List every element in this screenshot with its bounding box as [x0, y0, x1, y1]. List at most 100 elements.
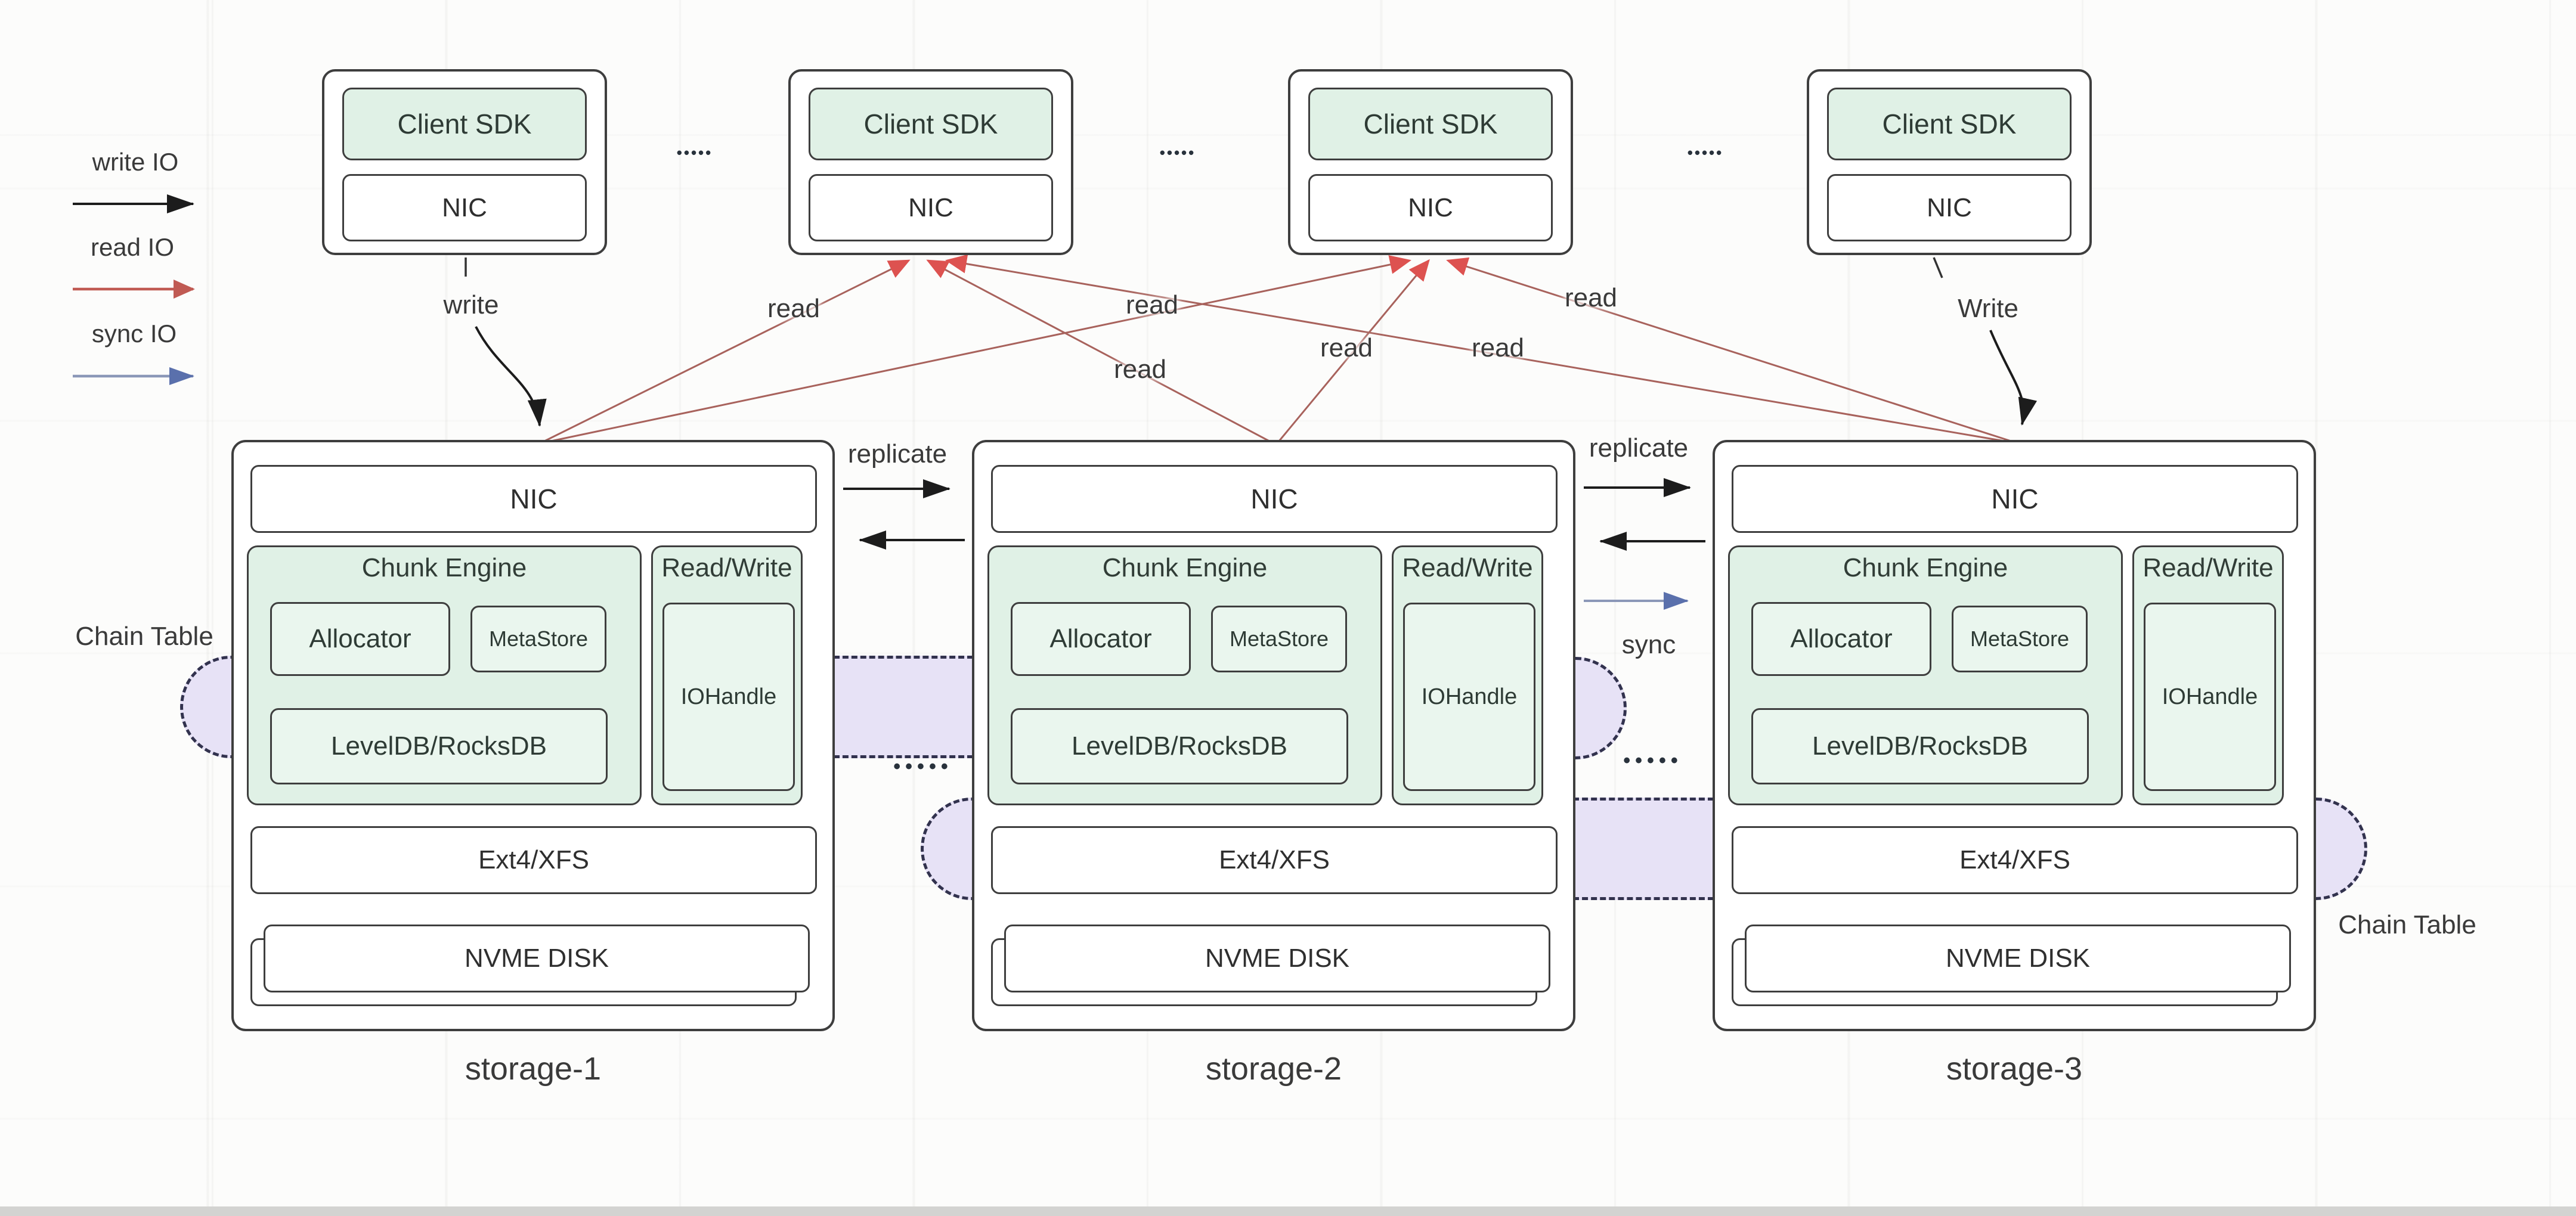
metastore-label: MetaStore — [1229, 626, 1329, 651]
replicate-label-1: replicate — [847, 439, 948, 469]
storage-nic-label: NIC — [1991, 483, 2039, 514]
read-write-panel: Read/Write IOHandle — [2132, 545, 2284, 805]
metastore-box: MetaStore — [1952, 606, 2088, 672]
client-nic-box: NIC — [1308, 174, 1553, 241]
ext4-xfs-box: Ext4/XFS — [1732, 826, 2298, 894]
chain-table-label-left: Chain Table — [75, 622, 213, 651]
nvme-disk-label: NVME DISK — [1945, 944, 2091, 973]
iohandle-box: IOHandle — [1403, 603, 1535, 791]
chunk-engine-panel: Chunk Engine Allocator MetaStore LevelDB… — [1728, 545, 2123, 805]
storage-node-2: NIC Chunk Engine Allocator MetaStore Lev… — [972, 440, 1575, 1087]
client-sdk-box: Client SDK — [1308, 88, 1553, 160]
client-sdk-label: Client SDK — [1363, 108, 1498, 139]
nvme-disk-label: NVME DISK — [1205, 944, 1350, 973]
leveldb-rocksdb-box: LevelDB/RocksDB — [1011, 708, 1348, 784]
ext4-xfs-label: Ext4/XFS — [1959, 845, 2070, 874]
allocator-box: Allocator — [1751, 602, 1931, 676]
client-nic-label: NIC — [1927, 193, 1972, 222]
storage-node-3: NIC Chunk Engine Allocator MetaStore Lev… — [1713, 440, 2316, 1087]
nvme-disk-box: NVME DISK — [1745, 925, 2291, 992]
client-node-4: Client SDK NIC — [1807, 69, 2092, 255]
iohandle-box: IOHandle — [662, 603, 795, 791]
sync-label: sync — [1621, 630, 1676, 659]
replicate-arrows-storage2-storage3 — [1584, 478, 1705, 551]
replicate-arrows-storage1-storage2 — [843, 479, 965, 550]
ellipsis-clients-2-3: ••••• — [1159, 144, 1196, 162]
read-write-title: Read/Write — [2142, 553, 2274, 582]
iohandle-label: IOHandle — [1421, 684, 1518, 709]
chunk-engine-title: Chunk Engine — [361, 553, 527, 582]
storage-name-label: storage-3 — [1946, 1051, 2083, 1087]
write-arrow-client4-storage3 — [1933, 257, 2038, 426]
client-sdk-box: Client SDK — [809, 88, 1053, 160]
ext4-xfs-box: Ext4/XFS — [991, 826, 1558, 894]
client-sdk-label: Client SDK — [1882, 108, 2017, 139]
iohandle-label: IOHandle — [2162, 684, 2258, 709]
ext4-xfs-box: Ext4/XFS — [250, 826, 817, 894]
allocator-box: Allocator — [270, 602, 450, 676]
client-sdk-label: Client SDK — [863, 108, 998, 139]
storage-name-label: storage-1 — [465, 1051, 602, 1087]
chunk-engine-title: Chunk Engine — [1102, 553, 1268, 582]
chain-table-band-storage2-storage3 — [1573, 798, 1714, 900]
metastore-label: MetaStore — [488, 626, 589, 651]
client-node-2: Client SDK NIC — [788, 69, 1073, 255]
read-label-5: read — [1471, 333, 1525, 362]
chunk-engine-title: Chunk Engine — [1843, 553, 2008, 582]
chunk-engine-panel: Chunk Engine Allocator MetaStore LevelDB… — [247, 545, 642, 805]
read-label-2: read — [1125, 290, 1179, 319]
read-label-1: read — [767, 294, 821, 323]
nvme-disk-label: NVME DISK — [464, 944, 609, 973]
iohandle-label: IOHandle — [680, 684, 777, 709]
client-nic-label: NIC — [908, 193, 953, 222]
ext4-xfs-label: Ext4/XFS — [1219, 845, 1330, 874]
allocator-label: Allocator — [1049, 624, 1152, 653]
storage-nic-box: NIC — [1732, 465, 2298, 533]
metastore-box: MetaStore — [1211, 606, 1347, 672]
read-label-3: read — [1113, 355, 1167, 384]
chunk-engine-panel: Chunk Engine Allocator MetaStore LevelDB… — [987, 545, 1382, 805]
storage-node-1: NIC Chunk Engine Allocator MetaStore Lev… — [231, 440, 835, 1087]
client-sdk-box: Client SDK — [1827, 88, 2072, 160]
ellipsis-storages-1-2: ••••• — [893, 755, 953, 778]
allocator-label: Allocator — [309, 624, 411, 653]
metastore-label: MetaStore — [1970, 626, 2070, 651]
read-write-panel: Read/Write IOHandle — [651, 545, 803, 805]
write-arrow-client1-storage1 — [465, 258, 547, 427]
storage-nic-label: NIC — [510, 483, 558, 514]
client-sdk-label: Client SDK — [397, 108, 532, 139]
leveldb-rocksdb-box: LevelDB/RocksDB — [1751, 708, 2089, 784]
leveldb-rocksdb-label: LevelDB/RocksDB — [1812, 731, 2028, 761]
client-node-3: Client SDK NIC — [1288, 69, 1573, 255]
storage-nic-label: NIC — [1250, 483, 1298, 514]
leveldb-rocksdb-box: LevelDB/RocksDB — [270, 708, 608, 784]
write-label-client4: Write — [1958, 294, 2018, 323]
client-nic-box: NIC — [342, 174, 587, 241]
iohandle-box: IOHandle — [2144, 603, 2276, 791]
ellipsis-storages-2-3: ••••• — [1623, 749, 1683, 772]
write-label-client1: write — [443, 290, 499, 319]
storage-name-label: storage-2 — [1205, 1051, 1342, 1087]
client-node-1: Client SDK NIC — [322, 69, 607, 255]
read-write-title: Read/Write — [661, 553, 792, 582]
leveldb-rocksdb-label: LevelDB/RocksDB — [331, 731, 547, 761]
client-nic-box: NIC — [1827, 174, 2072, 241]
chain-table-label-right: Chain Table — [2338, 910, 2476, 939]
ellipsis-clients-3-4: ••••• — [1687, 144, 1724, 162]
read-label-4: read — [1320, 333, 1373, 362]
nvme-disk-box: NVME DISK — [264, 925, 810, 992]
legend-write-io-label: write IO — [92, 148, 179, 176]
leveldb-rocksdb-label: LevelDB/RocksDB — [1072, 731, 1287, 761]
legend-sync-io-label: sync IO — [91, 319, 177, 348]
read-write-panel: Read/Write IOHandle — [1392, 545, 1543, 805]
read-label-6: read — [1564, 283, 1618, 312]
client-nic-box: NIC — [809, 174, 1053, 241]
chain-table-band-storage1-storage2 — [834, 656, 973, 758]
allocator-box: Allocator — [1011, 602, 1191, 676]
legend-read-io-label: read IO — [90, 233, 175, 261]
allocator-label: Allocator — [1790, 624, 1893, 653]
ellipsis-clients-1-2: ••••• — [676, 144, 713, 162]
read-write-title: Read/Write — [1402, 553, 1533, 582]
